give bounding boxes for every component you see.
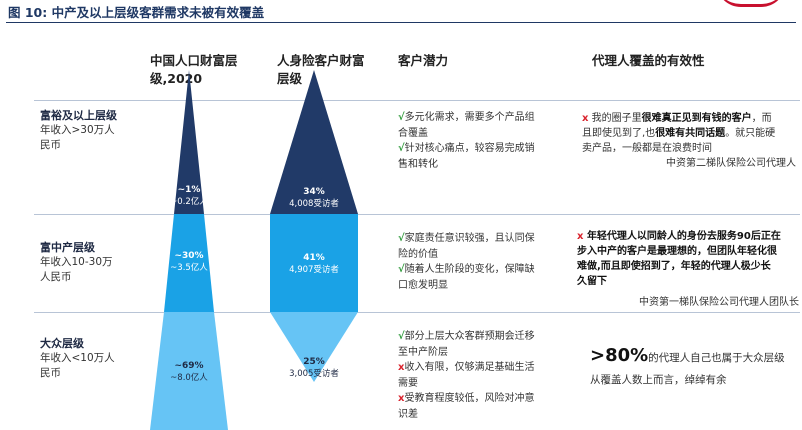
insured-mass-count: 3,005受访者 xyxy=(289,368,339,379)
insured-mass-pct: 25% xyxy=(303,357,325,367)
check-icon: √ xyxy=(398,143,405,154)
segment-subtitle-line1: 年收入>30万人 xyxy=(40,124,115,136)
figure-title: 图 10: 中产及以上层级客群需求未被有效覆盖 xyxy=(8,2,264,21)
row-divider-1 xyxy=(34,214,800,215)
potential-bullet: √家庭责任意识较强，且认同保险的价值 xyxy=(398,233,535,260)
segment-subtitle-line2: 民币 xyxy=(40,367,61,379)
insured-affluent-pct: 34% xyxy=(303,187,325,197)
segment-title: 富裕及以上层级 xyxy=(40,109,117,122)
insured-upper-middle-count: 4,907受访者 xyxy=(289,264,339,275)
effect-upper-middle-quote: x 年轻代理人以同龄人的身份去服务90后正在 步入中产的客户是最理想的，但团队年… xyxy=(577,231,799,308)
insured-tier-upper-middle xyxy=(270,214,358,312)
segment-subtitle-line2: 人民币 xyxy=(40,271,72,283)
potential-affluent: √多元化需求，需要多个产品组合覆盖 √针对核心痛点，较容易完成销售和转化 xyxy=(398,110,568,172)
cross-icon: x xyxy=(398,393,405,404)
population-affluent-count: ~0.2亿人 xyxy=(170,196,208,207)
segment-title: 大众层级 xyxy=(40,337,84,350)
cross-icon: x xyxy=(398,362,405,373)
header-agent-effectiveness: 代理人覆盖的有效性 xyxy=(592,53,705,68)
title-rule xyxy=(6,22,796,23)
population-mass-count: ~8.0亿人 xyxy=(170,372,208,383)
potential-bullet: √多元化需求，需要多个产品组合覆盖 xyxy=(398,112,535,139)
segment-upper-middle: 富中产层级 年收入10-30万 人民币 xyxy=(40,240,113,285)
potential-bullet: √部分上层大众客群预期会迁移至中产阶层 xyxy=(398,331,535,358)
insured-upper-middle-pct: 41% xyxy=(303,253,325,263)
potential-upper-middle: √家庭责任意识较强，且认同保险的价值 √随着人生阶段的变化，保障缺口愈发明显 xyxy=(398,231,568,293)
population-mass-pct: ~69% xyxy=(174,361,203,371)
potential-mass: √部分上层大众客群预期会迁移至中产阶层 x收入有限，仅够满足基础生活需要 x受教… xyxy=(398,329,568,422)
population-affluent-pct: ~1% xyxy=(178,185,201,195)
potential-bullet: √随着人生阶段的变化，保障缺口愈发明显 xyxy=(398,264,535,291)
population-upper-middle-pct: ~30% xyxy=(174,251,203,261)
population-tier-upper-middle xyxy=(164,214,214,312)
population-tier-mass xyxy=(150,312,228,430)
segment-subtitle-line2: 民币 xyxy=(40,139,61,151)
cross-icon: x xyxy=(577,231,584,242)
header-insured-line2: 层级 xyxy=(277,71,303,86)
segment-title: 富中产层级 xyxy=(40,241,95,254)
potential-bullet: x受教育程度较低，风险对冲意识差 xyxy=(398,393,535,420)
segment-affluent: 富裕及以上层级 年收入>30万人 民币 xyxy=(40,108,117,153)
row-divider-2 xyxy=(34,312,800,313)
header-customer-potential: 客户潜力 xyxy=(398,53,449,68)
check-icon: √ xyxy=(398,264,405,275)
potential-bullet: x收入有限，仅够满足基础生活需要 xyxy=(398,362,535,389)
segment-mass: 大众层级 年收入<10万人 民币 xyxy=(40,336,115,381)
segment-subtitle-line1: 年收入<10万人 xyxy=(40,352,115,364)
check-icon: √ xyxy=(398,331,405,342)
insured-tier-mass xyxy=(270,312,358,382)
header-insured-line1: 人身险客户财富 xyxy=(277,53,365,68)
brand-logo-arc xyxy=(716,0,786,7)
population-tier-affluent xyxy=(174,70,204,214)
row-divider-top xyxy=(34,100,800,101)
check-icon: √ xyxy=(398,112,405,123)
quote-source: 中资第二梯队保险公司代理人 xyxy=(666,158,796,169)
header-insured-wealth: 人身险客户财富 层级 xyxy=(277,52,387,88)
segment-subtitle-line1: 年收入10-30万 xyxy=(40,256,113,268)
figure-title-text: 中产及以上层级客群需求未被有效覆盖 xyxy=(51,5,265,20)
check-icon: √ xyxy=(398,233,405,244)
insured-affluent-count: 4,008受访者 xyxy=(289,198,339,209)
potential-bullet: √针对核心痛点，较容易完成销售和转化 xyxy=(398,143,535,170)
header-population-line1: 中国人口财富层 xyxy=(150,53,238,68)
population-upper-middle-count: ~3.5亿人 xyxy=(170,262,208,273)
figure-number: 图 10: xyxy=(8,5,48,20)
insured-tier-affluent xyxy=(270,70,358,214)
effect-mass-stat: >80%的代理人自己也属于大众层级 从覆盖人数上而言，绰绰有余 xyxy=(590,345,785,386)
cross-icon: x xyxy=(582,113,589,124)
quote-source: 中资第一梯队保险公司代理人团队长 xyxy=(639,297,799,308)
agent-share-stat: >80% xyxy=(590,345,649,366)
effect-affluent-quote: x 我的圈子里很难真正见到有钱的客户，而 且即使见到了,也很难有共同话题。就只能… xyxy=(582,113,796,169)
